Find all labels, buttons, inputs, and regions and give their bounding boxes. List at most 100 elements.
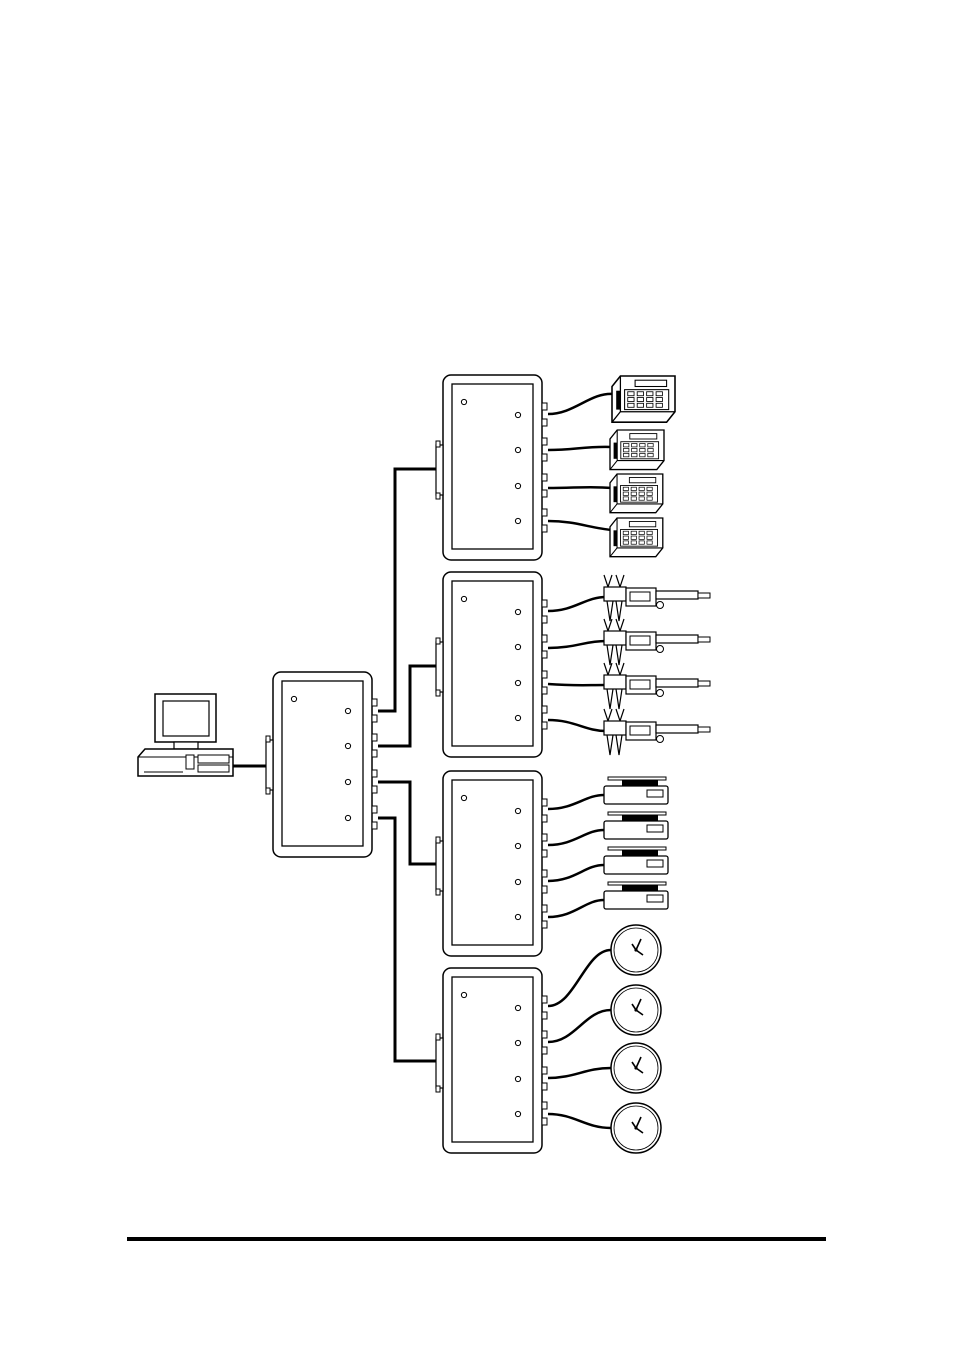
key	[648, 453, 653, 456]
caliper-upper-jaws	[604, 663, 624, 675]
caliper-lower-jaws	[607, 689, 622, 709]
input-connector	[436, 1038, 443, 1088]
cable-scale-3	[548, 865, 604, 881]
connector-pin	[266, 788, 270, 794]
key	[628, 392, 634, 396]
scale-pan-base	[622, 815, 658, 821]
connector-pin	[436, 1086, 440, 1092]
caliper-icon	[604, 619, 710, 665]
port-connector	[372, 806, 377, 813]
cable-caliper-3	[548, 684, 606, 685]
caliper-head	[604, 587, 626, 601]
port-led-3	[515, 1076, 520, 1081]
port-connector	[542, 1102, 547, 1109]
port-connector	[542, 706, 547, 713]
port-connector	[542, 815, 547, 822]
port-connector	[542, 886, 547, 893]
input-connector	[436, 445, 443, 495]
port-connector	[542, 1118, 547, 1125]
terminal-display	[629, 522, 655, 527]
key	[623, 536, 628, 539]
port-connector	[542, 687, 547, 694]
key	[623, 531, 628, 534]
balance-scale-icon	[604, 882, 668, 909]
port-led-4	[515, 1111, 520, 1116]
cable-hub-branch-3	[378, 782, 436, 864]
power-button	[186, 755, 194, 769]
terminal-display	[630, 434, 657, 439]
port-connector	[542, 870, 547, 877]
port-led-2	[345, 743, 350, 748]
port-connector	[372, 715, 377, 722]
key	[648, 448, 653, 451]
key	[637, 398, 643, 402]
caliper-icon	[604, 663, 710, 709]
caliper-thumbwheel	[657, 602, 664, 609]
instrument-devices	[548, 376, 710, 1153]
key	[631, 531, 636, 534]
key	[639, 531, 644, 534]
connector-pin	[436, 638, 440, 644]
footer-rule	[127, 1237, 826, 1241]
port-connector	[542, 419, 547, 426]
caliper-upper-jaws	[604, 575, 624, 587]
monitor-stand	[174, 742, 198, 749]
dial-gauge-icon	[611, 925, 661, 975]
port-connector	[542, 509, 547, 516]
cable-hub-branch-4	[378, 818, 436, 1061]
port-connector	[542, 651, 547, 658]
port-led-1	[515, 412, 520, 417]
gauge-pivot	[634, 1008, 637, 1011]
key	[639, 487, 644, 490]
caliper-depth-rod	[698, 637, 710, 642]
port-connector	[542, 799, 547, 806]
port-led-1	[515, 808, 520, 813]
scale-pan-base	[622, 850, 658, 856]
port-connector	[542, 850, 547, 857]
caliper-depth-rod	[698, 727, 710, 732]
port-connector	[542, 671, 547, 678]
port-connector	[542, 1031, 547, 1038]
dial-gauge-icon	[611, 1103, 661, 1153]
scale-display	[647, 825, 663, 832]
card-slot	[614, 486, 618, 502]
caliper-lower-jaws	[607, 645, 622, 665]
connector-pin	[436, 690, 440, 696]
caliper-thumbwheel	[657, 736, 664, 743]
port-led-4	[515, 715, 520, 720]
key	[623, 541, 628, 544]
key	[631, 492, 636, 495]
branch-multiplexers	[436, 375, 547, 1153]
caliper-head	[604, 675, 626, 689]
box-outline	[273, 672, 372, 857]
key	[640, 453, 645, 456]
computer-icon	[138, 694, 233, 776]
dial-gauge-icon	[611, 985, 661, 1035]
cable-keypad-3	[548, 487, 612, 488]
port-led-3	[515, 680, 520, 685]
scale-pan	[608, 847, 666, 850]
cable-gauge-3	[548, 1068, 611, 1078]
key	[640, 448, 645, 451]
caliper-display	[630, 680, 650, 689]
port-led-3	[345, 779, 350, 784]
balance-scale-icon	[604, 847, 668, 874]
port-connector	[372, 822, 377, 829]
port-connector	[542, 834, 547, 841]
cable-scale-4	[548, 900, 604, 917]
port-connector	[542, 403, 547, 410]
input-connector	[436, 841, 443, 891]
keypad-terminal-icon	[612, 376, 675, 422]
box-outline	[443, 375, 542, 560]
branch-multiplexer-4	[436, 968, 547, 1153]
key	[647, 541, 652, 544]
port-led-3	[515, 483, 520, 488]
branch-multiplexer-2	[436, 572, 547, 757]
branch-multiplexer-1	[436, 375, 547, 560]
caliper-depth-rod	[698, 681, 710, 686]
caliper-display	[630, 636, 650, 645]
balance-scale-icon	[604, 812, 668, 839]
connector-pin	[436, 441, 440, 447]
caliper-icon	[604, 709, 710, 755]
